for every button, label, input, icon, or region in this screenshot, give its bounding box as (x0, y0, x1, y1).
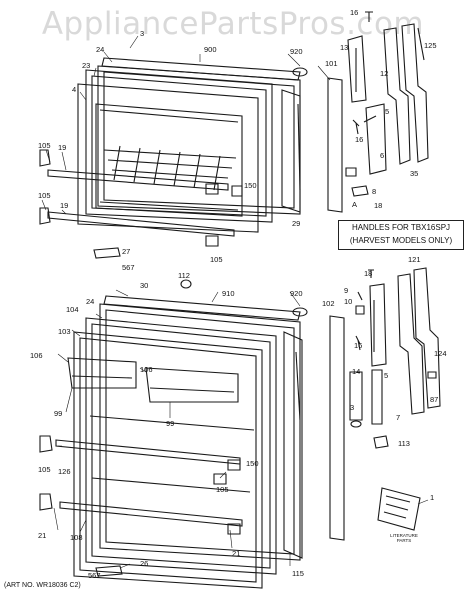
callout-label: 21 (38, 531, 46, 540)
callout-label: 3 (140, 29, 144, 38)
callout-label: 10 (344, 297, 352, 306)
callout-label: 1 (430, 493, 434, 502)
callout-label: 18 (364, 269, 372, 278)
callout-label: 27 (122, 247, 130, 256)
harvest-handles-note: HANDLES FOR TBX16SPJ (HARVEST MODELS ONL… (338, 220, 464, 250)
callout-label: 126 (58, 467, 71, 476)
callout-label: 112 (178, 271, 190, 280)
callout-label: 105 (38, 191, 51, 200)
callout-label: 105 (38, 465, 51, 474)
callout-label: 24 (86, 297, 94, 306)
callout-label: 910 (222, 289, 235, 298)
callout-label: 920 (290, 289, 303, 298)
callout-label: 103 (58, 327, 71, 336)
freezer-door-assembly (39, 11, 429, 289)
note-line-2: (HARVEST MODELS ONLY) (349, 236, 453, 245)
callout-label: 21 (232, 549, 240, 558)
callout-label: 121 (408, 255, 421, 264)
callout-label: 30 (140, 281, 148, 290)
callout-label: 567 (122, 263, 135, 272)
callout-label: 9 (344, 286, 348, 295)
callout-label: 900 (204, 45, 217, 54)
callout-label: 35 (410, 169, 418, 178)
note-line-1: HANDLES FOR TBX16SPJ (351, 223, 451, 232)
callout-label: 106 (140, 365, 153, 374)
callout-label: 113 (398, 439, 410, 448)
fresh-food-door-assembly (39, 267, 441, 589)
callout-numbers: 16 3 900 920 101 13 12 125 24 23 4 5 16 … (30, 8, 447, 580)
callout-label: 23 (82, 61, 90, 70)
callout-label: 105 (210, 255, 223, 264)
callout-label: 150 (244, 181, 257, 190)
callout-label: 26 (140, 559, 148, 568)
callout-label: 125 (424, 41, 437, 50)
callout-label: 13 (340, 43, 348, 52)
callout-label: 115 (292, 569, 304, 578)
callout-label: 106 (30, 351, 43, 360)
callout-label: 16 (354, 341, 362, 350)
callout-label: 99 (166, 419, 174, 428)
callout-label: 150 (246, 459, 259, 468)
callout-label: 8 (372, 187, 376, 196)
callout-label: 105 (216, 485, 229, 494)
callout-label: 14 (352, 367, 360, 376)
callout-label: 19 (58, 143, 66, 152)
callout-label: 12 (380, 69, 388, 78)
callout-label: 16 (355, 135, 363, 144)
callout-label: 16 (350, 8, 358, 17)
callout-label: 102 (322, 299, 335, 308)
callout-label: 99 (54, 409, 62, 418)
callout-label: 104 (66, 305, 79, 314)
callout-label: 87 (430, 395, 438, 404)
callout-label: 5 (384, 371, 388, 380)
callout-label: 5 (385, 107, 389, 116)
callout-label: 124 (434, 349, 447, 358)
callout-label: 24 (96, 45, 104, 54)
callout-label: 3 (350, 403, 354, 412)
literature-caption-line-2: PARTS (396, 538, 412, 543)
callout-label: 19 (60, 201, 68, 210)
art-number: (ART NO. WR18036 C2) (4, 582, 81, 589)
callout-label: 6 (380, 151, 384, 160)
callout-label: 920 (290, 47, 303, 56)
callout-label: 105 (38, 141, 51, 150)
callout-label: 567 (88, 571, 101, 580)
literature-caption-line-1: LITERATURE (390, 533, 418, 538)
callout-label: 4 (72, 85, 76, 94)
callout-label: 7 (396, 413, 400, 422)
callout-label: 101 (325, 59, 338, 68)
callout-label: 108 (70, 533, 83, 542)
callout-label: 29 (292, 219, 300, 228)
literature-caption: LITERATURE PARTS (382, 533, 426, 543)
callout-label: 18 (374, 201, 382, 210)
callout-label: A (352, 200, 357, 209)
